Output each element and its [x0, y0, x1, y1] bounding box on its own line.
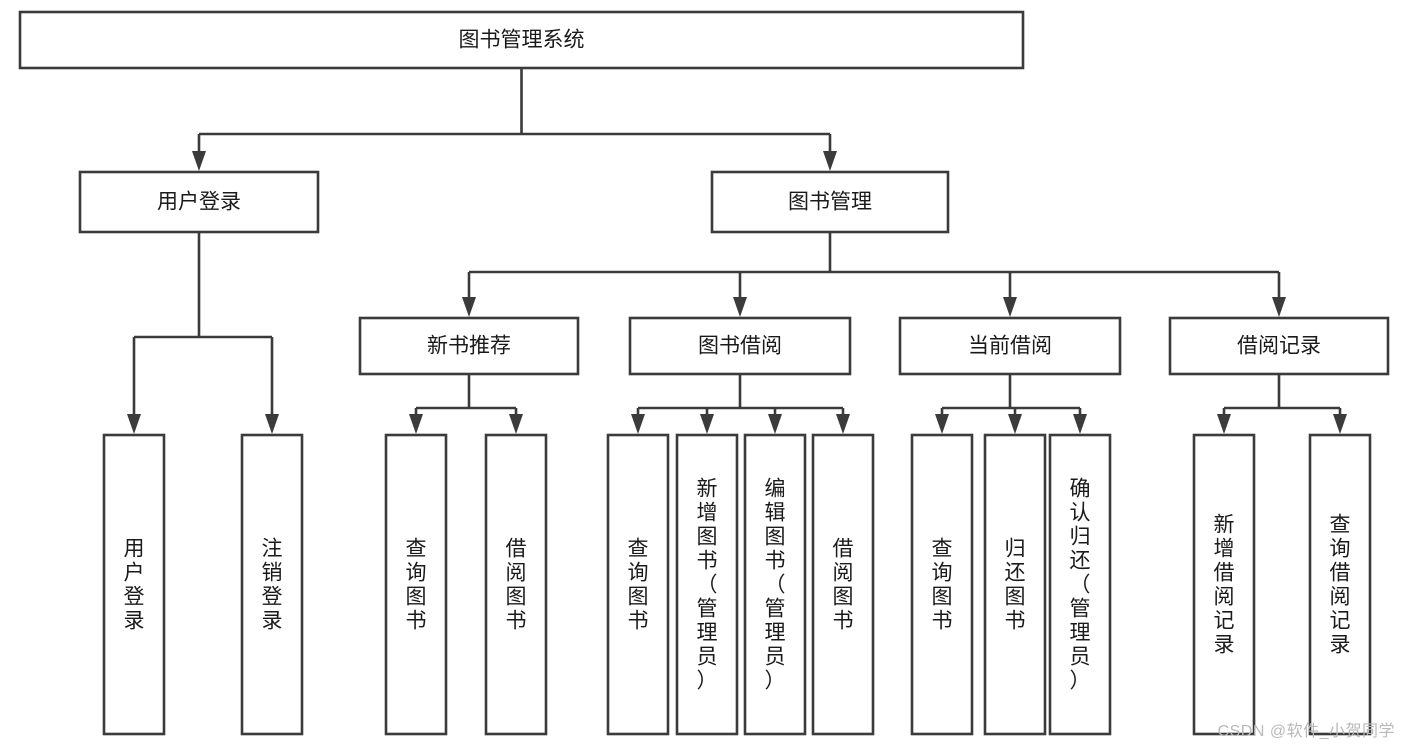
node-label-user-login: 用户登录 — [157, 191, 241, 214]
node-label-leaf-add-book: 新增图书（管理员） — [697, 478, 718, 693]
node-root[interactable]: 图书管理系统 — [18, 10, 1025, 70]
node-label-borrow-record: 借阅记录 — [1237, 335, 1321, 358]
arrow-head-icon — [1272, 297, 1286, 317]
node-leaf-user-login[interactable]: 用户登录 — [102, 433, 166, 736]
node-leaf-edit-book[interactable]: 编辑图书（管理员） — [743, 433, 807, 736]
node-label-leaf-confirm-return: 确认归还（管理员） — [1070, 478, 1091, 693]
arrow-head-icon — [1217, 414, 1231, 434]
node-box-new-book-recommend[interactable] — [358, 316, 580, 376]
node-box-user-login[interactable] — [78, 170, 320, 234]
node-box-leaf-confirm-return[interactable] — [1048, 433, 1112, 736]
node-box-leaf-query-borrow-record[interactable] — [1308, 433, 1372, 736]
node-label-leaf-borrow-book-recommend: 借阅图书 — [506, 538, 527, 633]
node-borrow-record[interactable]: 借阅记录 — [1168, 316, 1390, 376]
node-label-book-manage: 图书管理 — [788, 191, 872, 214]
node-label-leaf-user-login: 用户登录 — [124, 538, 145, 633]
node-layer: 图书管理系统用户登录图书管理新书推荐图书借阅当前借阅借阅记录用户登录注销登录查询… — [18, 10, 1390, 736]
node-label-leaf-query-borrow-record: 查询借阅记录 — [1330, 514, 1351, 657]
arrow-head-icon — [409, 414, 423, 434]
connector-borrow-record-to-leaves — [1217, 374, 1347, 434]
node-new-book-recommend[interactable]: 新书推荐 — [358, 316, 580, 376]
node-label-new-book-recommend: 新书推荐 — [427, 335, 511, 358]
node-box-leaf-borrow-book[interactable] — [811, 433, 875, 736]
node-leaf-query-book-current[interactable]: 查询图书 — [910, 433, 974, 736]
node-box-book-manage[interactable] — [710, 170, 950, 234]
node-book-manage[interactable]: 图书管理 — [710, 170, 950, 234]
arrow-head-icon — [462, 297, 476, 317]
node-label-leaf-query-book-current: 查询图书 — [932, 538, 953, 633]
node-label-leaf-borrow-book: 借阅图书 — [833, 538, 854, 633]
node-label-leaf-logout: 注销登录 — [262, 538, 283, 633]
node-box-leaf-borrow-book-recommend[interactable] — [484, 433, 548, 736]
node-box-leaf-return-book[interactable] — [983, 433, 1047, 736]
node-label-leaf-query-book-borrow: 查询图书 — [628, 538, 649, 633]
node-leaf-confirm-return[interactable]: 确认归还（管理员） — [1048, 433, 1112, 736]
arrow-head-icon — [1073, 414, 1087, 434]
connector-bookmanage-to-level3 — [462, 232, 1286, 317]
connector-new-book-recommend-to-leaves — [409, 374, 523, 434]
node-leaf-borrow-book[interactable]: 借阅图书 — [811, 433, 875, 736]
node-leaf-add-borrow-record[interactable]: 新增借阅记录 — [1192, 433, 1256, 736]
node-box-leaf-add-book[interactable] — [675, 433, 739, 736]
watermark-text: CSDN @软件_小贺同学 — [1217, 723, 1395, 740]
arrow-head-icon — [1333, 414, 1347, 434]
arrow-head-icon — [823, 151, 837, 171]
node-box-leaf-edit-book[interactable] — [743, 433, 807, 736]
node-leaf-query-book-borrow[interactable]: 查询图书 — [606, 433, 670, 736]
node-label-leaf-add-borrow-record: 新增借阅记录 — [1214, 514, 1235, 657]
node-box-leaf-query-book-current[interactable] — [910, 433, 974, 736]
arrow-head-icon — [768, 414, 782, 434]
node-leaf-add-book[interactable]: 新增图书（管理员） — [675, 433, 739, 736]
arrow-head-icon — [836, 414, 850, 434]
node-box-book-borrow[interactable] — [628, 316, 852, 376]
node-label-leaf-query-book-recommend: 查询图书 — [406, 538, 427, 633]
node-leaf-query-book-recommend[interactable]: 查询图书 — [384, 433, 448, 736]
arrow-head-icon — [192, 151, 206, 171]
arrow-head-icon — [700, 414, 714, 434]
node-box-leaf-query-book-recommend[interactable] — [384, 433, 448, 736]
node-label-leaf-edit-book: 编辑图书（管理员） — [765, 478, 786, 693]
node-label-leaf-return-book: 归还图书 — [1005, 538, 1026, 633]
node-box-current-borrow[interactable] — [898, 316, 1122, 376]
connector-root-to-level2 — [192, 68, 837, 171]
node-label-root: 图书管理系统 — [459, 29, 585, 52]
node-book-borrow[interactable]: 图书借阅 — [628, 316, 852, 376]
node-label-book-borrow: 图书借阅 — [698, 335, 782, 358]
arrow-head-icon — [127, 414, 141, 434]
arrow-head-icon — [631, 414, 645, 434]
arrow-head-icon — [509, 414, 523, 434]
node-box-borrow-record[interactable] — [1168, 316, 1390, 376]
node-leaf-query-borrow-record[interactable]: 查询借阅记录 — [1308, 433, 1372, 736]
node-box-leaf-add-borrow-record[interactable] — [1192, 433, 1256, 736]
connector-user-login-to-leaves — [127, 232, 279, 434]
node-box-leaf-user-login[interactable] — [102, 433, 166, 736]
node-box-leaf-logout[interactable] — [240, 433, 304, 736]
arrow-head-icon — [935, 414, 949, 434]
node-leaf-borrow-book-recommend[interactable]: 借阅图书 — [484, 433, 548, 736]
node-label-current-borrow: 当前借阅 — [968, 335, 1052, 358]
node-current-borrow[interactable]: 当前借阅 — [898, 316, 1122, 376]
connector-book-borrow-to-leaves — [631, 374, 850, 434]
connector-layer — [127, 68, 1347, 434]
node-user-login[interactable]: 用户登录 — [78, 170, 320, 234]
arrow-head-icon — [265, 414, 279, 434]
arrow-head-icon — [1003, 297, 1017, 317]
arrow-head-icon — [733, 297, 747, 317]
connector-current-borrow-to-leaves — [935, 374, 1087, 434]
node-box-root[interactable] — [18, 10, 1025, 70]
node-leaf-logout[interactable]: 注销登录 — [240, 433, 304, 736]
node-leaf-return-book[interactable]: 归还图书 — [983, 433, 1047, 736]
arrow-head-icon — [1008, 414, 1022, 434]
node-box-leaf-query-book-borrow[interactable] — [606, 433, 670, 736]
